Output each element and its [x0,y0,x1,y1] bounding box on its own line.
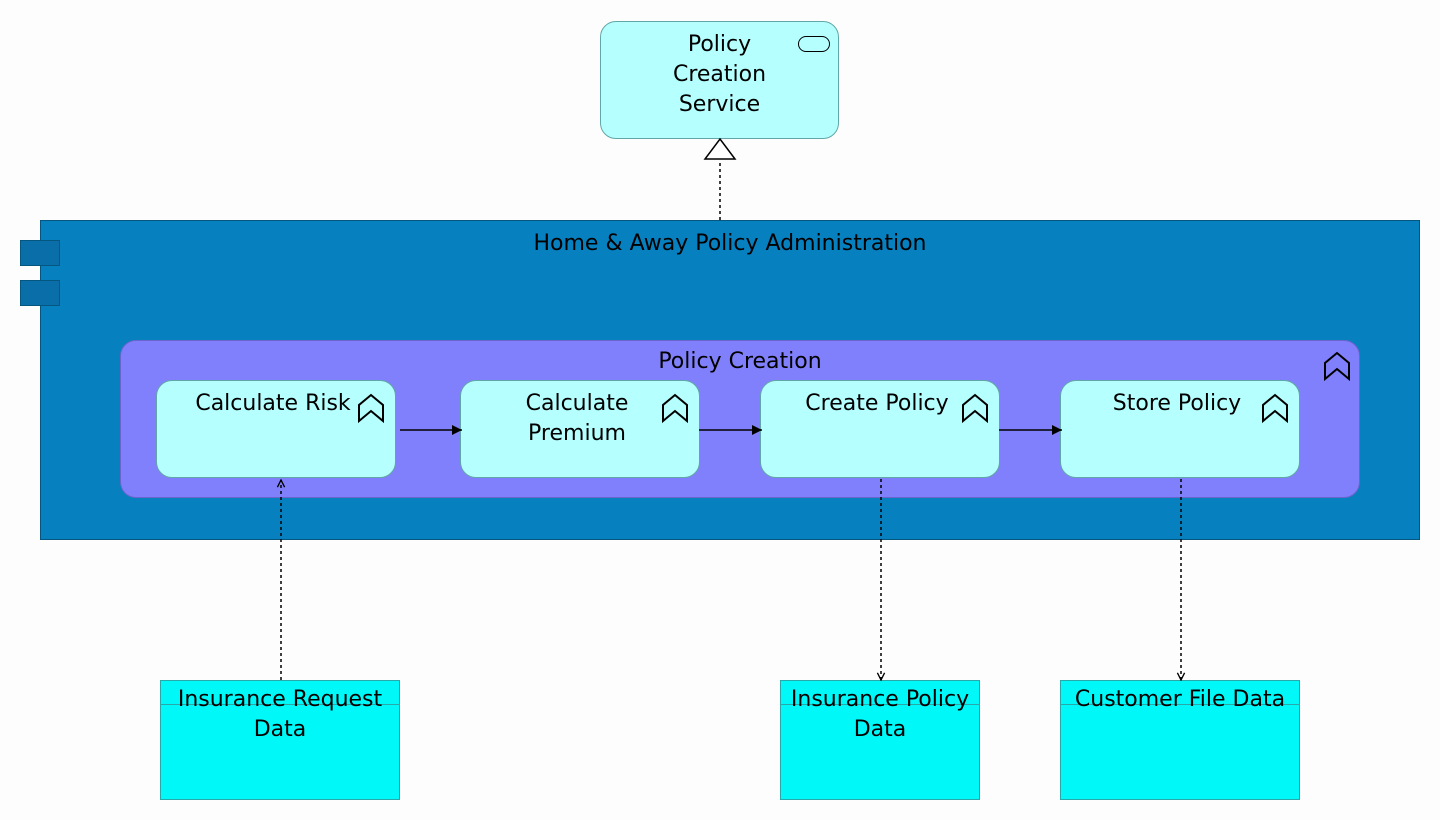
data-object-header [161,681,399,705]
data-object-label: Insurance Policy Data [790,687,970,742]
component-icon [20,280,60,306]
realization-relationship[interactable] [703,137,737,220]
process-step-store-policy[interactable]: Store Policy [1060,380,1300,478]
application-service[interactable]: Policy Creation Service [600,21,839,139]
service-label: Policy Creation Service [672,32,767,117]
data-object-header [781,681,979,705]
component-icon [20,240,60,266]
data-object-header [1061,681,1299,705]
step-label: Store Policy [1112,391,1242,416]
data-object-label: Customer File Data [1074,687,1286,712]
process-chevron-icon [962,393,988,423]
process-step-calculate-premium[interactable]: Calculate Premium [460,380,700,478]
service-icon [798,36,830,52]
data-object-customer-file[interactable]: Customer File Data [1060,680,1300,800]
process-chevron-icon [662,393,688,423]
step-label: Create Policy [805,391,949,416]
data-object-insurance-policy[interactable]: Insurance Policy Data [780,680,980,800]
data-object-label: Insurance Request Data [177,687,383,742]
component-label: Home & Away Policy Administration [533,231,927,256]
step-label: Calculate Risk [195,391,351,416]
process-step-calculate-risk[interactable]: Calculate Risk [156,380,396,478]
process-chevron-icon [1324,351,1350,381]
step-label: Calculate Premium [525,391,629,446]
process-label: Policy Creation [658,349,822,374]
process-chevron-icon [358,393,384,423]
process-step-create-policy[interactable]: Create Policy [760,380,1000,478]
data-object-insurance-request[interactable]: Insurance Request Data [160,680,400,800]
process-chevron-icon [1262,393,1288,423]
